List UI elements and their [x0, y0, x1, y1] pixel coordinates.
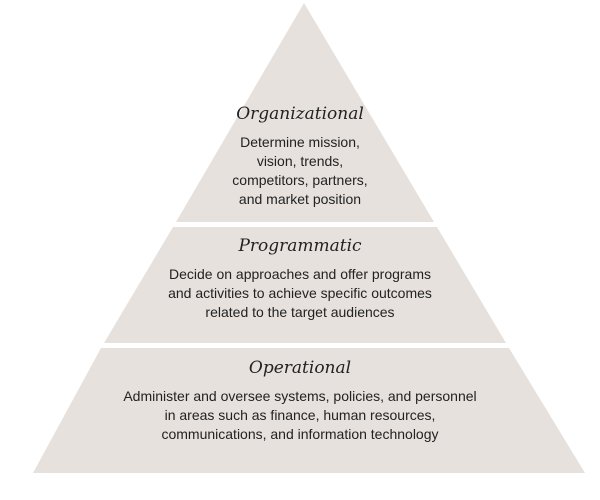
tier-line: vision, trends, [256, 153, 344, 169]
tier-line: Decide on approaches and offer programs [168, 266, 431, 282]
tier-title-programmatic: Programmatic [238, 236, 362, 256]
tier-description-operational: Administer and oversee systems, policies… [0, 387, 600, 444]
tier-line: related to the target audiences [205, 304, 395, 320]
tier-line: competitors, partners, [232, 172, 368, 188]
tier-line: communications, and information technolo… [161, 426, 439, 442]
tier-title-organizational: Organizational [236, 104, 364, 124]
tier-line: Determine mission, [240, 134, 360, 150]
tier-description-organizational: Determine mission, vision, trends, compe… [0, 133, 600, 209]
tier-line: and market position [238, 191, 362, 207]
tier-line: and activities to achieve specific outco… [168, 285, 432, 301]
tier-line: in areas such as finance, human resource… [164, 407, 436, 423]
tier-line: Administer and oversee systems, policies… [123, 388, 477, 404]
tier-description-programmatic: Decide on approaches and offer programs … [0, 265, 600, 322]
tier-shape-organizational [176, 3, 434, 222]
tier-title-operational: Operational [248, 358, 352, 378]
tier-shape-programmatic [104, 227, 506, 343]
tier-shape-operational [33, 348, 585, 473]
